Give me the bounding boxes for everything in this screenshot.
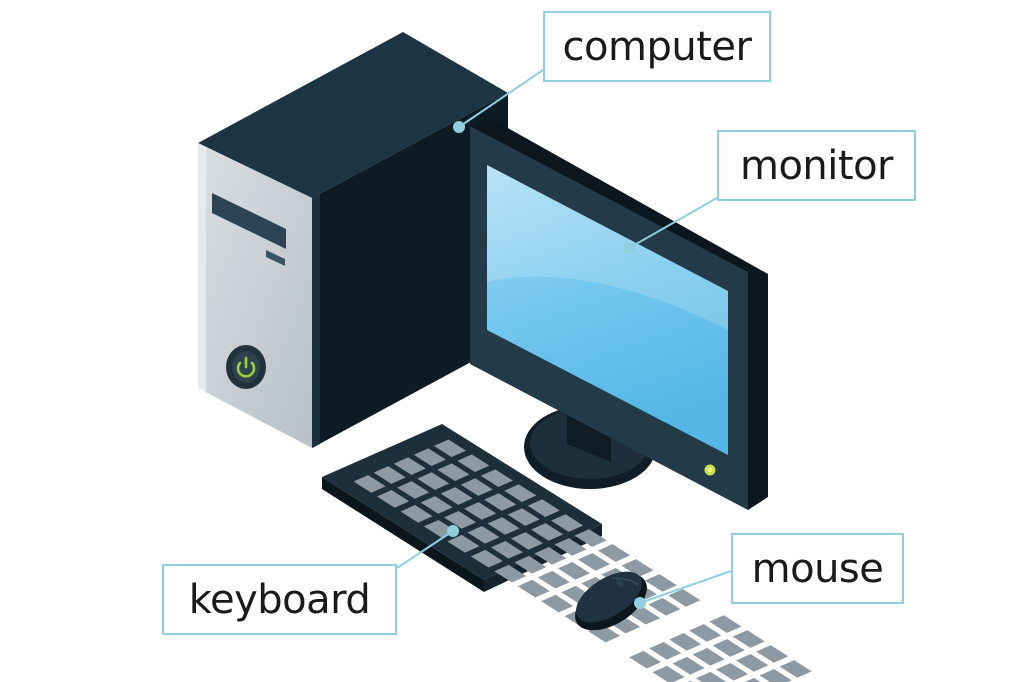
keyboard-key xyxy=(417,472,450,490)
keyboard-key xyxy=(527,499,560,517)
mouse xyxy=(575,571,647,631)
keyboard-key xyxy=(779,660,812,678)
leader-line-computer xyxy=(458,69,544,128)
keyboard-key xyxy=(373,466,406,484)
keyboard-key xyxy=(433,439,466,458)
tower-top xyxy=(198,32,508,198)
keyboard-key xyxy=(621,559,654,577)
drive-button xyxy=(266,250,285,266)
keyboard-key xyxy=(716,662,749,681)
keyboard-key xyxy=(756,645,789,663)
keyboard-key xyxy=(759,669,792,682)
keyboard-key xyxy=(470,549,503,568)
leader-dot-keyboard xyxy=(447,525,459,537)
leader-line-mouse xyxy=(639,570,732,604)
keyboard-key xyxy=(467,526,500,544)
keyboard-key xyxy=(531,523,564,541)
keyboard-key xyxy=(537,570,570,589)
keyboard-key xyxy=(397,481,430,499)
keyboard-key xyxy=(484,493,517,511)
keyboard-key xyxy=(487,517,520,535)
keyboard-key xyxy=(447,534,480,553)
drive-bay xyxy=(212,193,286,249)
keyboard-key xyxy=(709,615,742,633)
keyboard-key xyxy=(712,639,745,657)
label-mouse: mouse xyxy=(731,533,904,604)
keyboard-key xyxy=(514,555,547,574)
tower-front-edge xyxy=(198,143,206,392)
label-computer: computer xyxy=(543,11,771,82)
keyboard-key xyxy=(400,505,433,523)
label-mouse-text: mouse xyxy=(751,545,884,592)
keyboard-key xyxy=(437,463,470,481)
keyboard-key xyxy=(732,630,765,648)
keyboard-key xyxy=(494,564,527,583)
label-monitor-text: monitor xyxy=(739,142,894,189)
keyboard-key xyxy=(353,475,386,493)
leader-dot-computer xyxy=(453,121,465,133)
keyboard-key xyxy=(736,654,769,672)
keyboard-key xyxy=(420,496,453,514)
keyboard-key xyxy=(393,457,426,475)
monitor-stand-neck xyxy=(567,412,611,462)
keyboard-key xyxy=(480,469,513,488)
mouse-buttons xyxy=(611,577,639,586)
keyboard-key xyxy=(554,538,587,556)
keyboard-key xyxy=(440,487,473,505)
computer-tower xyxy=(198,32,508,448)
leader-line-monitor xyxy=(628,197,718,249)
keyboard-key xyxy=(692,648,725,666)
screen-glare xyxy=(487,165,728,330)
keyboard-key xyxy=(557,561,590,580)
label-computer-text: computer xyxy=(562,23,752,70)
keyboard-key xyxy=(413,448,446,467)
tower-side-shade xyxy=(312,194,320,448)
keyboard-key xyxy=(652,665,685,682)
keyboard-key xyxy=(464,502,497,520)
keyboard-key xyxy=(649,641,682,660)
leader-line-keyboard xyxy=(396,530,454,569)
keyboard-key xyxy=(629,650,662,669)
label-monitor: monitor xyxy=(717,130,916,201)
keyboard-key xyxy=(669,633,702,651)
leader-lines xyxy=(396,69,732,609)
leader-dot-monitor xyxy=(623,242,635,254)
keyboard-key xyxy=(490,540,523,559)
keyboard-key xyxy=(517,579,550,598)
label-keyboard: keyboard xyxy=(162,564,397,635)
keyboard-key xyxy=(377,490,410,508)
keyboard-key xyxy=(504,484,537,502)
leader-dot-mouse xyxy=(634,597,646,609)
keyboard-key xyxy=(644,574,677,592)
keyboard-key xyxy=(444,511,477,529)
tower-side xyxy=(312,93,508,448)
keyboard-key xyxy=(460,478,493,496)
keyboard-base-side xyxy=(322,477,484,592)
monitor xyxy=(470,118,768,510)
keyboard-key xyxy=(534,547,567,565)
keyboard-key xyxy=(744,677,761,682)
keyboard-key xyxy=(541,594,574,613)
keyboard-key xyxy=(648,597,681,616)
monitor-screen xyxy=(487,165,728,455)
keyboard-key xyxy=(689,624,722,642)
keyboard-key xyxy=(598,544,631,562)
label-keyboard-text: keyboard xyxy=(188,576,371,623)
keyboard-key xyxy=(574,529,607,547)
keyboard-key xyxy=(696,671,727,682)
keyboard-key xyxy=(577,553,611,571)
keyboard-key xyxy=(457,454,490,473)
keyboard-key xyxy=(628,606,661,625)
mouse-body xyxy=(576,571,642,623)
keyboard-key xyxy=(668,589,701,607)
keyboard-key xyxy=(510,532,544,550)
keyboard-key xyxy=(672,656,705,675)
power-icon xyxy=(226,345,266,389)
keyboard-key xyxy=(551,514,584,532)
keyboard-key xyxy=(507,508,540,526)
